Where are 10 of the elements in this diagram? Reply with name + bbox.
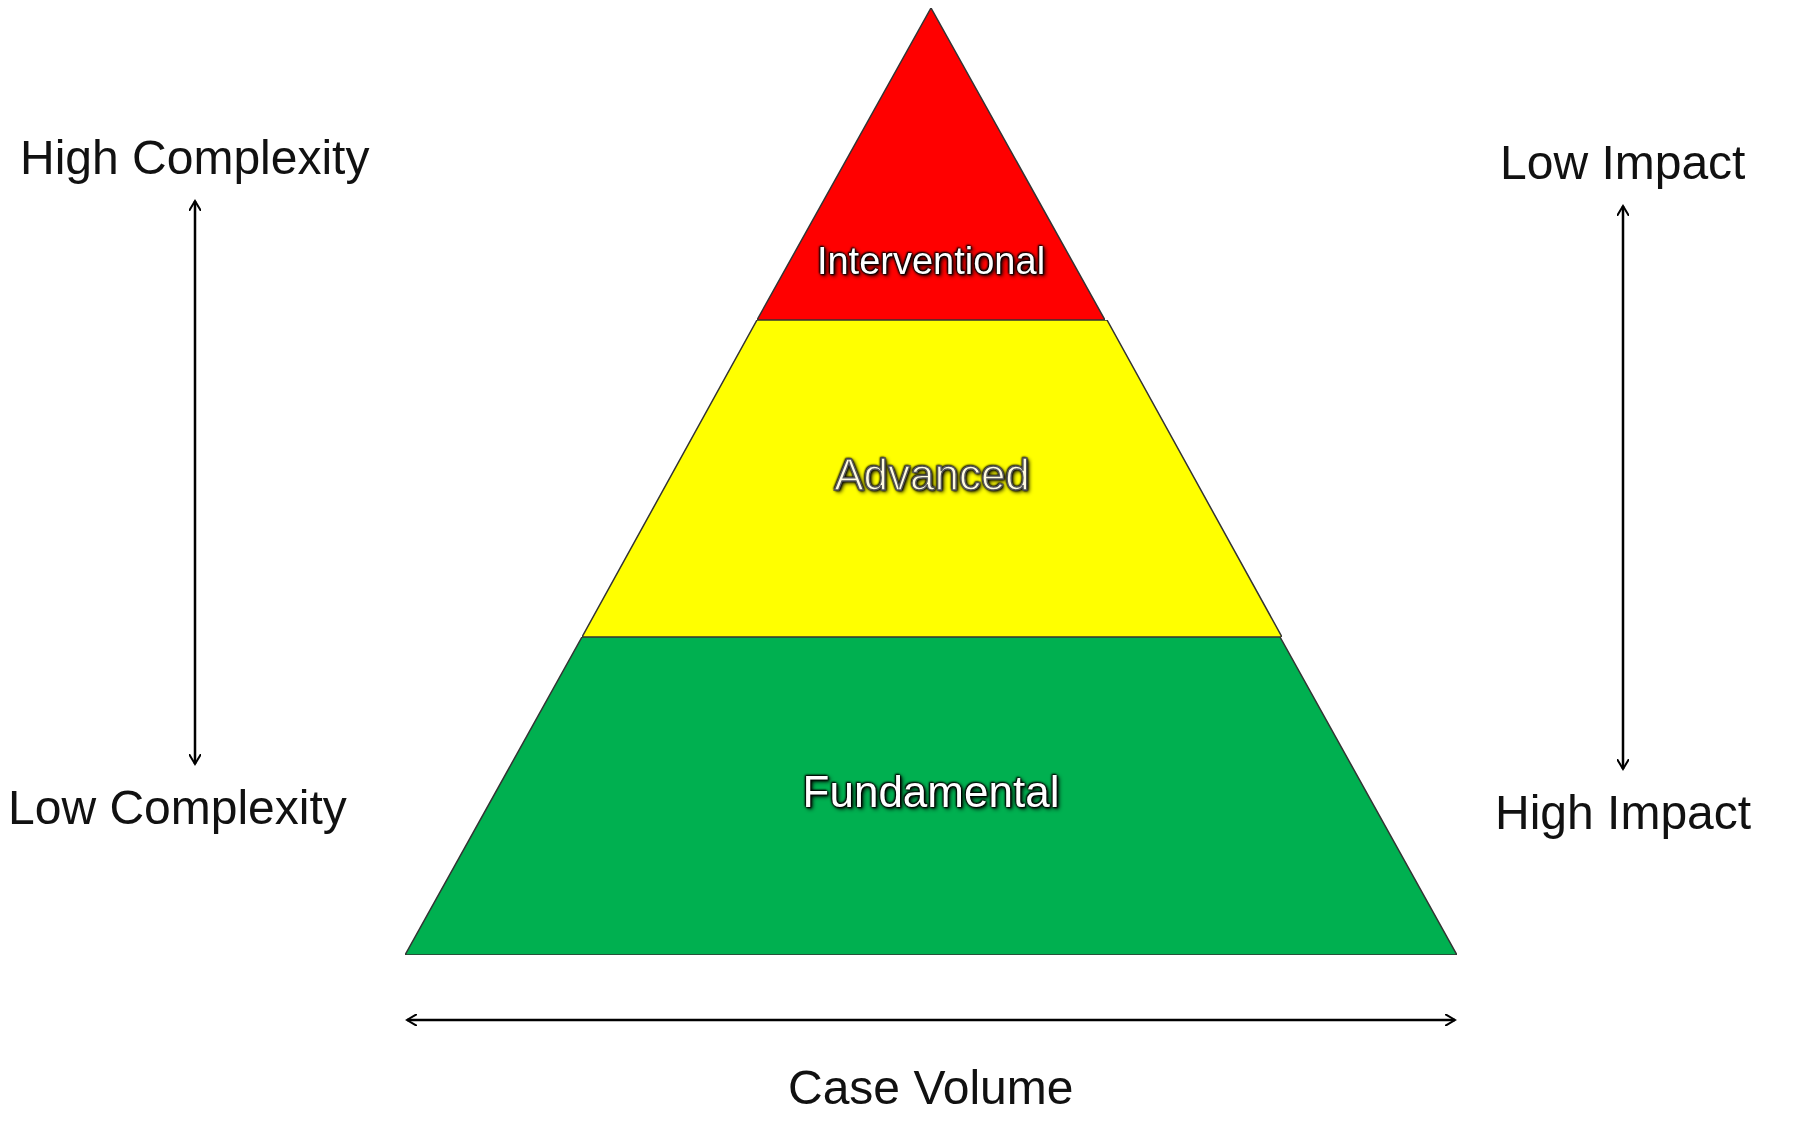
scale-label: High Complexity bbox=[20, 130, 370, 185]
scale-label: Low Complexity bbox=[8, 780, 347, 835]
scale-label: Low Impact bbox=[1500, 135, 1746, 190]
tier-label: Fundamental bbox=[801, 767, 1061, 817]
scale-label: High Impact bbox=[1495, 785, 1752, 840]
tier-label: Advanced bbox=[833, 450, 1031, 500]
tier-label: Interventional bbox=[815, 240, 1047, 283]
double-arrow bbox=[188, 200, 202, 765]
double-arrow bbox=[1616, 205, 1630, 770]
axis-label: Case Volume bbox=[788, 1060, 1074, 1115]
